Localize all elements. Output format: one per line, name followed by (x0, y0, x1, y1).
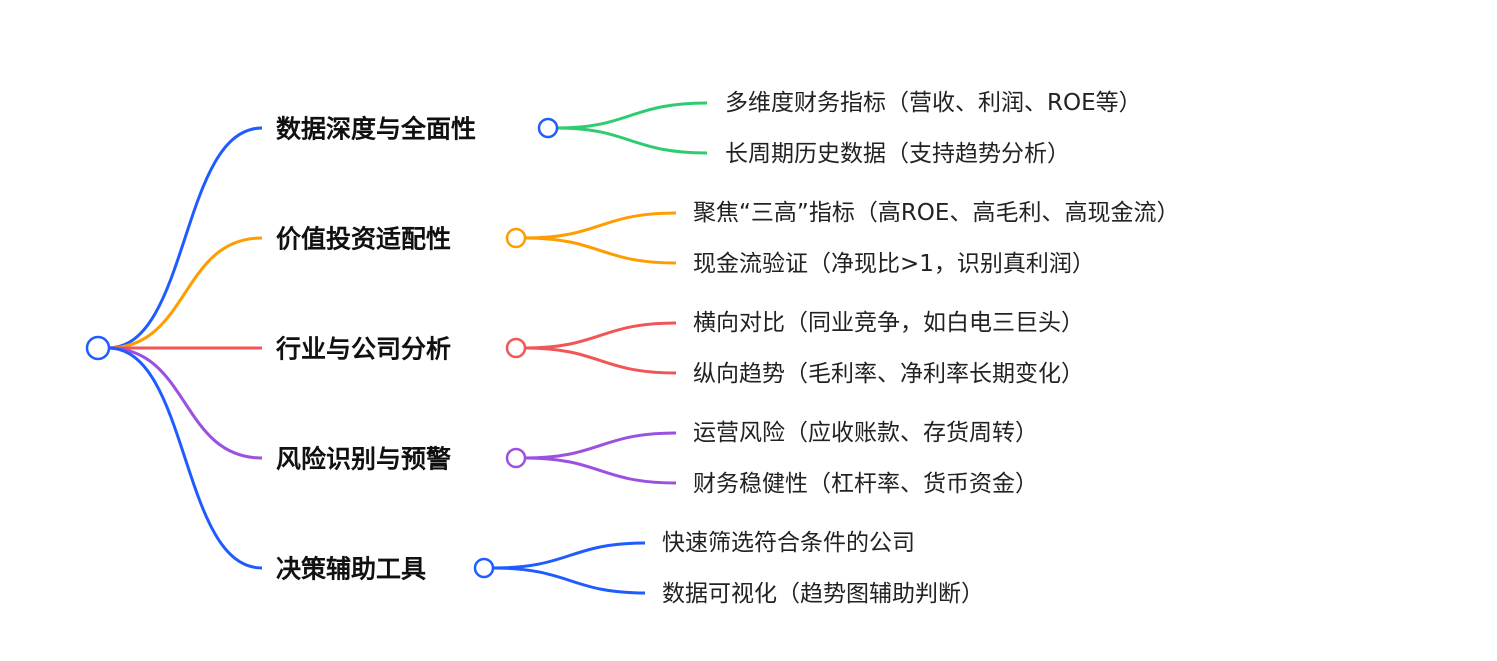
collapse-toggle[interactable] (505, 447, 527, 469)
leaf-node[interactable]: 长周期历史数据（支持趋势分析） (725, 141, 1070, 167)
leaf-node[interactable]: 聚焦“三高”指标（高ROE、高毛利、高现金流） (693, 200, 1179, 226)
branch-label: 价值投资适配性 (276, 225, 451, 254)
branch-3[interactable]: 行业与公司分析 横向对比（同业竞争，如白电三巨头） 纵向趋势（毛利率、净利率长期… (275, 310, 1084, 387)
edge-root-branch-1 (107, 126, 263, 350)
edge (524, 346, 677, 375)
edge-root-branch-5 (107, 346, 263, 570)
leaf-node[interactable]: 财务稳健性（杠杆率、货币资金） (693, 471, 1038, 497)
branch-2[interactable]: 价值投资适配性 聚焦“三高”指标（高ROE、高毛利、高现金流） 现金流验证（净现… (276, 200, 1179, 277)
branch-4[interactable]: 风险识别与预警 运营风险（应收账款、存货周转） 财务稳健性（杠杆率、货币资金） (276, 420, 1038, 497)
collapse-toggle[interactable] (537, 117, 559, 139)
edge (556, 101, 708, 130)
edge-root-branch-2 (107, 236, 263, 350)
edge (524, 211, 677, 240)
branch-1[interactable]: 数据深度与全面性 多维度财务指标（营收、利润、ROE等） 长周期历史数据（支持趋… (276, 90, 1142, 167)
edge (556, 126, 708, 155)
leaf-node[interactable]: 运营风险（应收账款、存货周转） (693, 420, 1038, 446)
edge-root-branch-4 (107, 346, 263, 460)
collapse-toggle[interactable] (505, 227, 527, 249)
edge (524, 431, 677, 460)
edge (524, 456, 677, 485)
leaf-node[interactable]: 纵向趋势（毛利率、净利率长期变化） (693, 361, 1084, 387)
edge (492, 541, 646, 570)
leaf-node[interactable]: 横向对比（同业竞争，如白电三巨头） (693, 310, 1084, 336)
branch-label: 决策辅助工具 (276, 555, 426, 584)
root-node[interactable] (85, 335, 111, 361)
collapse-toggle[interactable] (505, 337, 527, 359)
leaf-node[interactable]: 现金流验证（净现比>1，识别真利润） (693, 251, 1095, 277)
edge (524, 236, 677, 265)
leaf-node[interactable]: 多维度财务指标（营收、利润、ROE等） (725, 90, 1142, 116)
edge (492, 566, 646, 595)
edge (524, 321, 677, 350)
branch-label: 风险识别与预警 (276, 445, 451, 474)
collapse-toggle[interactable] (473, 557, 495, 579)
leaf-node[interactable]: 快速筛选符合条件的公司 (662, 530, 915, 556)
branch-label: 行业与公司分析 (275, 335, 451, 364)
branch-5[interactable]: 决策辅助工具 快速筛选符合条件的公司 数据可视化（趋势图辅助判断） (276, 530, 984, 607)
leaf-node[interactable]: 数据可视化（趋势图辅助判断） (662, 581, 984, 607)
branch-label: 数据深度与全面性 (276, 115, 476, 144)
